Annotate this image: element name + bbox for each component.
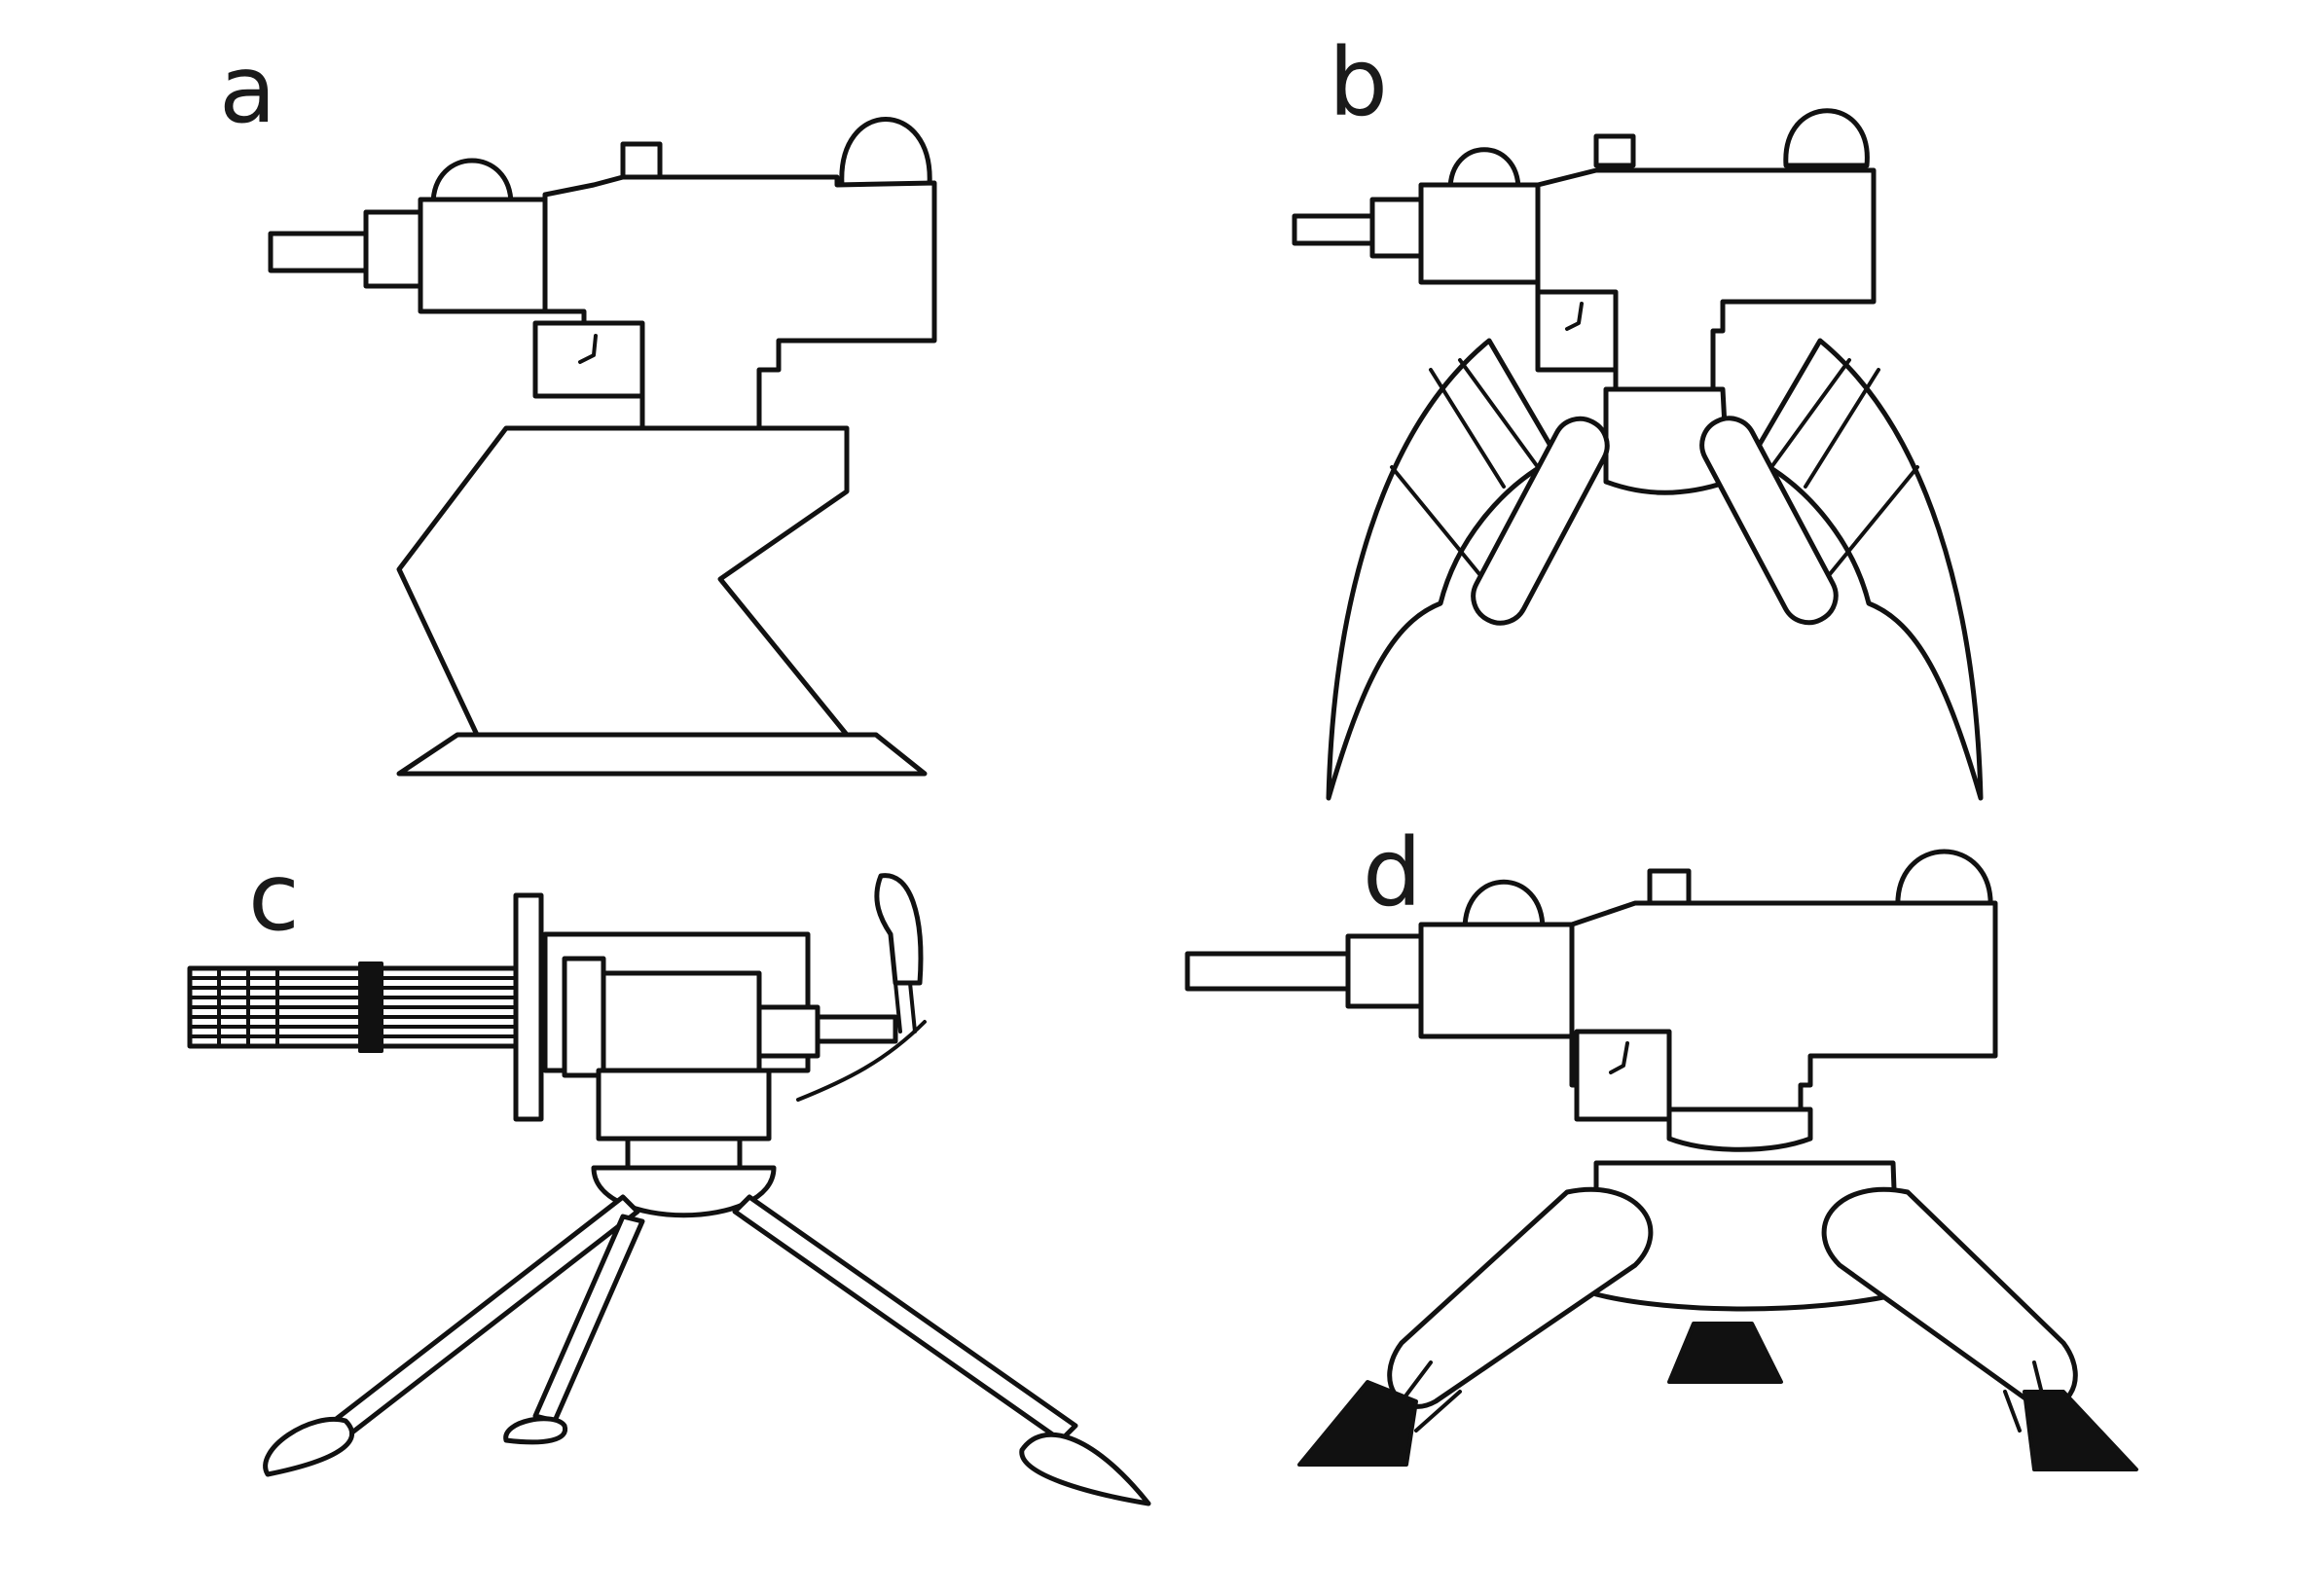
front-housing (1418, 922, 1580, 1039)
left-wing-veins (1390, 358, 1540, 576)
rear-dome (1783, 108, 1870, 168)
panel-a-label: a (219, 35, 276, 144)
grip (532, 320, 645, 399)
rear-dome (1895, 849, 1993, 913)
sight-nub (1593, 133, 1636, 168)
right-foot (1019, 1432, 1151, 1506)
right-foot (2023, 1390, 2138, 1471)
panel-a: a (219, 35, 937, 777)
left-arm (1471, 416, 1610, 626)
left-thigh (1387, 1186, 1654, 1409)
tripod-mount (591, 1165, 777, 1218)
muzzle-block (1369, 197, 1424, 259)
grip (1574, 1029, 1672, 1122)
scope-dome (1447, 147, 1521, 193)
barrel-lines (188, 976, 523, 1038)
front-housing (1418, 182, 1546, 285)
muzzle-block (1345, 933, 1424, 1009)
trigger (1609, 1041, 1629, 1074)
panel-d-label: d (1363, 818, 1422, 927)
left-foot (263, 1417, 354, 1477)
panel-c: c (187, 843, 1151, 1506)
handle-rods (893, 981, 917, 1034)
middle-foot (503, 1416, 568, 1445)
barrel-rings (217, 966, 279, 1048)
zigzag-base (396, 425, 850, 738)
barrel (268, 231, 369, 273)
right-thigh (1821, 1186, 2078, 1409)
mount-neck (625, 1136, 743, 1171)
panel-b-label: b (1329, 28, 1388, 137)
shield-plate (513, 892, 544, 1122)
right-wing-veins (1769, 358, 1919, 576)
rear-dome (839, 117, 932, 188)
grip (1535, 289, 1619, 373)
handle (874, 873, 924, 986)
scope-dome (430, 158, 514, 207)
barrel (1292, 213, 1375, 246)
turret-c-drawing (187, 873, 1151, 1506)
rear-rod (815, 1014, 898, 1044)
side-panel (562, 956, 606, 1078)
left-wing (1326, 338, 1560, 801)
center-foot (1667, 1322, 1783, 1384)
muzzle-block (363, 209, 425, 289)
barrel-clamp (358, 961, 383, 1053)
right-wing (1749, 338, 1984, 801)
scope-dome (1462, 879, 1546, 932)
turret-b-drawing (1292, 108, 1984, 801)
panel-b: b (1292, 28, 1984, 801)
base-plate (396, 732, 928, 777)
trigger (578, 334, 598, 364)
rear-block (756, 1004, 820, 1059)
right-arm (1699, 416, 1839, 626)
right-leg (732, 1194, 1078, 1443)
panel-c-label: c (248, 843, 300, 952)
sight-nub (1647, 868, 1692, 906)
panel-d: d (1185, 818, 2138, 1471)
feed-cable (796, 1020, 927, 1102)
turret-a-drawing (268, 117, 937, 777)
lower-housing (596, 1068, 772, 1142)
neck (1666, 1106, 1813, 1152)
turret-d-drawing (1185, 849, 2138, 1471)
barrel (1185, 951, 1351, 992)
front-housing (418, 197, 555, 314)
left-foot (1297, 1380, 1418, 1467)
center-box (601, 970, 762, 1083)
trigger (1565, 302, 1584, 331)
